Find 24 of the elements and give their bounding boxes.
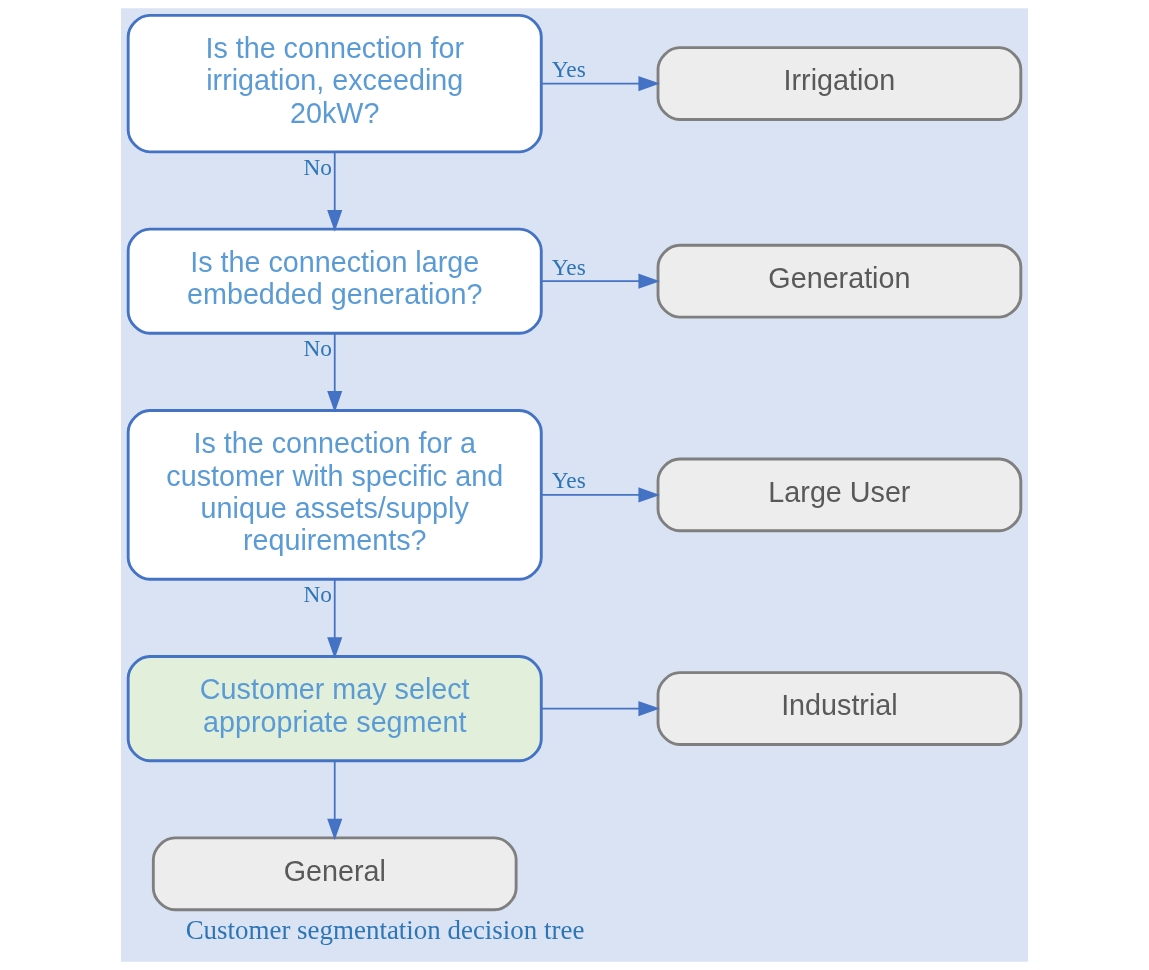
caption: Customer segmentation decision tree bbox=[185, 914, 585, 945]
node-box: Is the connection large embedded generation? bbox=[126, 227, 543, 335]
arrow bbox=[540, 76, 660, 92]
edge-label: Yes bbox=[551, 56, 586, 83]
arrow bbox=[540, 701, 660, 717]
edge-label: Yes bbox=[551, 253, 586, 280]
arrow bbox=[327, 578, 343, 659]
arrow bbox=[540, 487, 660, 503]
node-box: Large User bbox=[656, 457, 1023, 533]
edge-label: No bbox=[303, 335, 332, 362]
arrow bbox=[540, 273, 660, 289]
arrow bbox=[327, 760, 343, 841]
edge-label: No bbox=[303, 154, 332, 181]
edge-label: Yes bbox=[551, 467, 586, 494]
arrow bbox=[327, 332, 343, 413]
arrow bbox=[327, 151, 343, 232]
node-box: Customer may select appropriate segment bbox=[126, 655, 543, 763]
node-box: Is the connection for a customer with specific and unique assets/supply requirements? bbox=[126, 409, 543, 581]
node-box: Generation bbox=[656, 243, 1023, 319]
node-box: General bbox=[151, 836, 518, 912]
node-box: Is the connection for irrigation, exceeding 20kW? bbox=[126, 13, 543, 154]
edge-label: No bbox=[303, 581, 332, 608]
node-box: Industrial bbox=[656, 671, 1023, 746]
node-box: Irrigation bbox=[656, 46, 1023, 121]
